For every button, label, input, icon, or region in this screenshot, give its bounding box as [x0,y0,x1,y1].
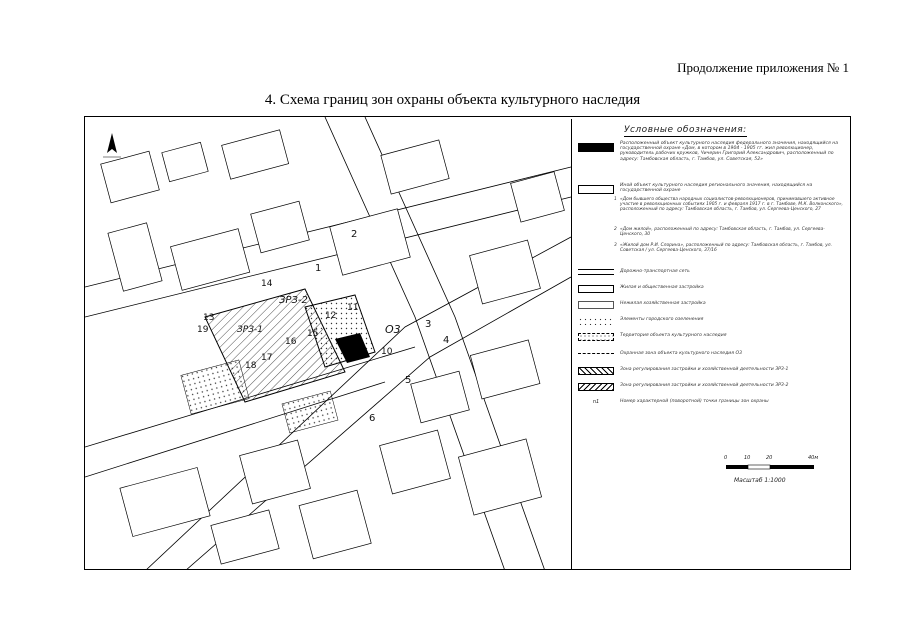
legend: Условные обозначения: Расположенный объе… [571,119,850,569]
map-drawing [85,117,572,569]
legend-text: Зона регулирования застройки и хозяйстве… [620,383,789,388]
corner-note: Продолжение приложения № 1 [677,60,849,75]
swatch-zrz2 [578,383,614,391]
scale-tick-40: 40м [808,455,819,461]
legend-text: Зона регулирования застройки и хозяйстве… [620,367,789,372]
map-label-14: 14 [261,279,273,289]
legend-text: Расположенный объект культурного наследи… [620,141,839,162]
scale-tick-10: 10 [744,455,751,461]
legend-text: Дорожно-транспортная сеть [620,269,690,274]
map-label-17: 17 [261,353,273,363]
map-label-11: 11 [347,303,359,313]
scale-label: Масштаб 1:1000 [734,477,786,484]
legend-text: Элементы городского озеленения [620,317,704,322]
swatch-outline [578,185,614,194]
zone-label-zrz2: ЗРЗ-2 [279,295,308,306]
legend-text: Охранная зона объекта культурного наслед… [620,351,743,356]
map-label-18: 18 [245,361,257,371]
scale-tick-20: 20 [766,455,773,461]
map-label-15: 15 [307,329,319,339]
scale-tick-0: 0 [724,455,728,461]
map-label-16: 16 [285,337,297,347]
swatch-o3 [578,353,614,354]
map-label-12: 12 [325,311,337,321]
swatch-zrz1 [578,367,614,375]
heritage-object [335,333,370,363]
swatch-territory [578,333,614,341]
legend-text: Нежилая хозяйственная застройка [620,301,706,306]
map-label-1: 1 [315,263,322,274]
swatch-housing [578,285,614,293]
map-label-6: 6 [369,413,376,424]
zone-label-o3: О3 [385,323,401,336]
swatch-nonres [578,301,614,309]
subitem-2: 2 «Дом жилой», расположенный по адресу: … [614,227,825,237]
map-label-3: 3 [425,319,432,330]
map-label-19: 19 [197,325,209,335]
map-label-4: 4 [443,335,450,346]
map-label-10: 10 [381,347,393,357]
scale-bar: 0 10 20 40м Масштаб 1:1000 [724,455,844,491]
legend-text: Номер характерной (поворотной) точки гра… [620,399,769,404]
scale-graphic [726,464,814,470]
swatch-point: n1 [592,399,600,405]
swatch-road [578,269,614,275]
subitem-1: 1 «Дом бывшего общества народных социали… [614,197,843,212]
swatch-black-fill [578,143,614,152]
map-label-2: 2 [351,229,358,240]
page-title: 4. Схема границ зон охраны объекта культ… [264,92,641,108]
map-label-13: 13 [203,313,215,323]
legend-title: Условные обозначения: [624,125,747,137]
north-arrow-icon [103,133,121,158]
legend-text: Жилая и общественная застройка [620,285,704,290]
map-label-5: 5 [405,375,412,386]
legend-text: Территория объекта культурного наследия [620,333,727,338]
legend-text: Иной объект культурного наследия региона… [620,183,813,194]
buildings [100,129,565,565]
zone-label-zrz1: ЗРЗ-1 [237,325,263,335]
map-frame: 1 2 3 4 5 6 10 11 12 13 14 15 16 17 18 1… [84,116,851,570]
subitem-3: 3 «Жилой дом Р.И. Слорина», расположенны… [614,243,833,253]
swatch-green [578,317,614,325]
